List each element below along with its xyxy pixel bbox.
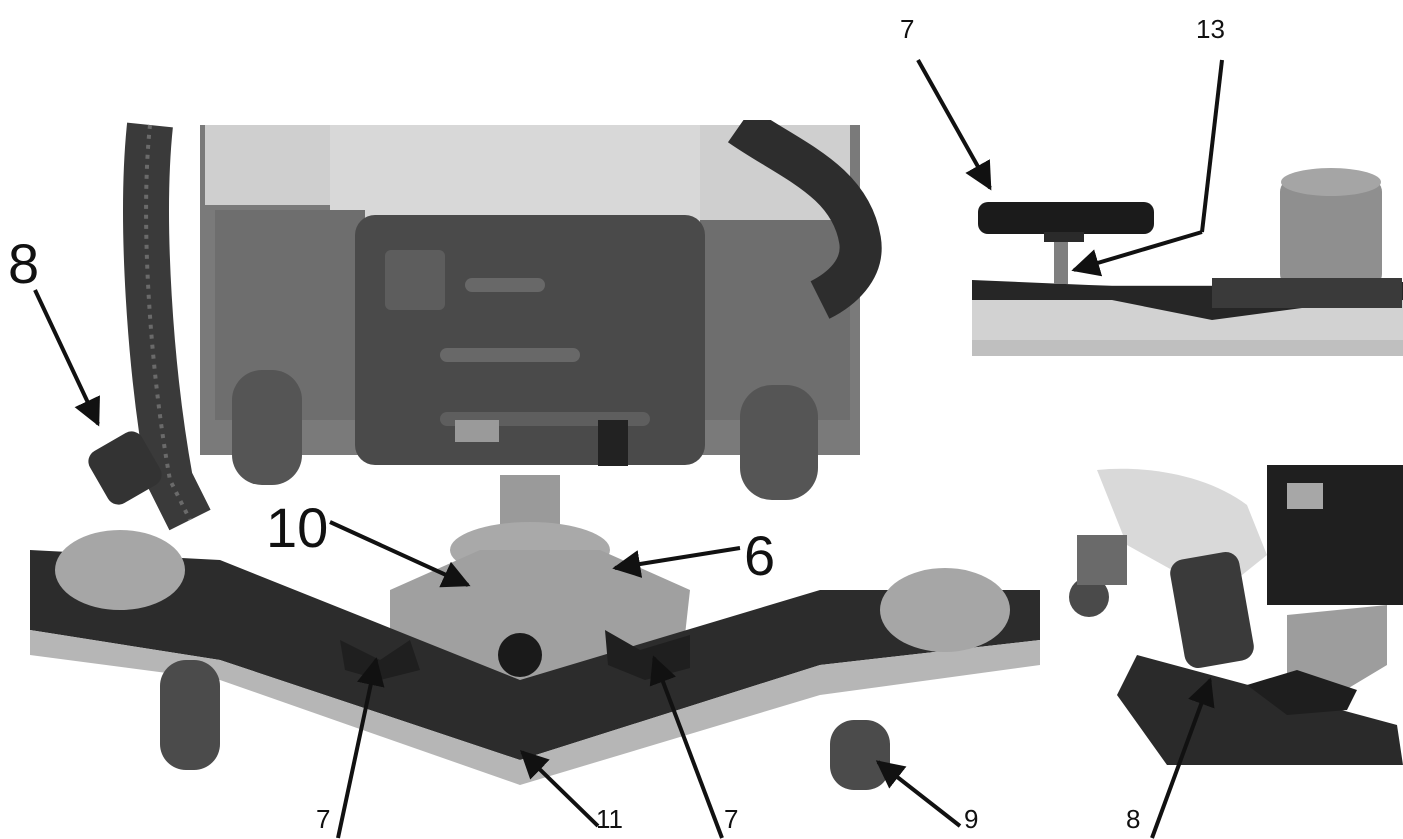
callout-main-knob-right: 7 bbox=[724, 804, 739, 834]
callout-main-mount: 10 bbox=[266, 496, 329, 559]
callout-inset-top-stud: 13 bbox=[1196, 14, 1225, 44]
inset-bottom-illustration bbox=[1069, 465, 1403, 765]
callout-main-squeegee: 11 bbox=[596, 804, 623, 834]
inset-top-illustration bbox=[972, 168, 1403, 356]
inset-photo-hose-connection bbox=[1067, 465, 1403, 765]
callout-main-wheel: 9 bbox=[964, 804, 979, 834]
main-photo-illustration bbox=[30, 120, 1040, 790]
callout-main-knob-left: 7 bbox=[316, 804, 331, 834]
callout-inset-bottom-hose: 8 bbox=[1126, 804, 1141, 834]
callout-inset-top-knob: 7 bbox=[900, 14, 915, 44]
callout-main-pivot: 6 bbox=[744, 524, 776, 587]
main-photo-squeegee-assembly bbox=[0, 120, 1050, 790]
callout-main-hose: 8 bbox=[8, 232, 40, 295]
inset-photo-knob-stud bbox=[972, 150, 1403, 356]
